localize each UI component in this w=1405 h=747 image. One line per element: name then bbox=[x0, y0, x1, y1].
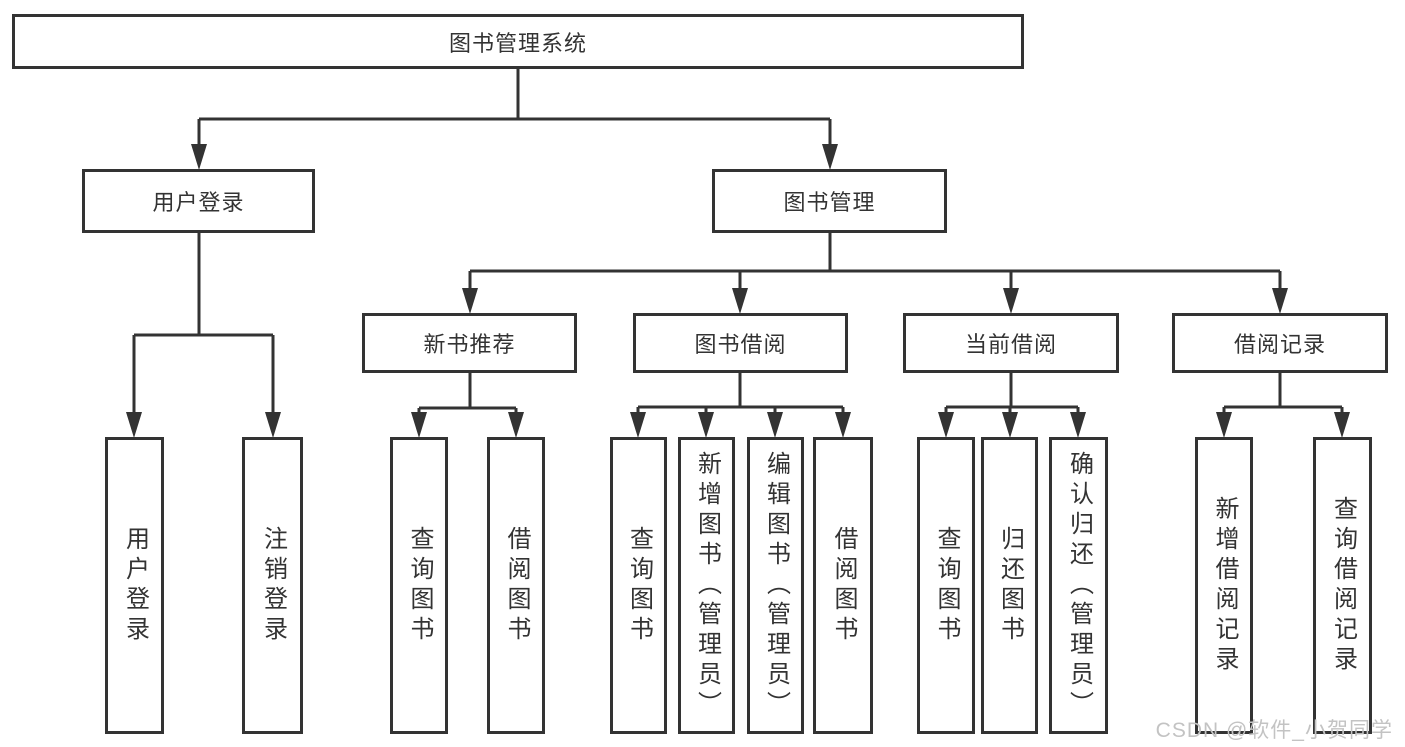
node-cb-return-books: 归还图书 bbox=[981, 437, 1038, 734]
node-nbr-borrow-books: 借阅图书 bbox=[487, 437, 545, 734]
node-bb-add-books-admin: 新增图书（管理员） bbox=[678, 437, 735, 734]
node-cb-query-books: 查询图书 bbox=[917, 437, 975, 734]
node-current-borrowing: 当前借阅 bbox=[903, 313, 1119, 373]
watermark: CSDN @软件_小贺同学 bbox=[1155, 719, 1393, 742]
arrowheads bbox=[126, 144, 1350, 438]
node-user-login: 用户登录 bbox=[82, 169, 315, 233]
node-bb-edit-books-admin: 编辑图书（管理员） bbox=[747, 437, 804, 734]
node-bb-borrow-books: 借阅图书 bbox=[813, 437, 873, 734]
node-user-login-action: 用户登录 bbox=[105, 437, 164, 734]
node-borrowing-records: 借阅记录 bbox=[1172, 313, 1388, 373]
node-new-book-recommendation: 新书推荐 bbox=[362, 313, 577, 373]
node-cb-confirm-return-admin: 确认归还（管理员） bbox=[1049, 437, 1108, 734]
node-br-add-record: 新增借阅记录 bbox=[1195, 437, 1253, 734]
node-nbr-query-books: 查询图书 bbox=[390, 437, 448, 734]
node-library-management-system: 图书管理系统 bbox=[12, 14, 1024, 69]
node-bb-query-books: 查询图书 bbox=[610, 437, 667, 734]
node-br-query-record: 查询借阅记录 bbox=[1313, 437, 1372, 734]
node-logout-action: 注销登录 bbox=[242, 437, 303, 734]
node-book-borrowing: 图书借阅 bbox=[633, 313, 848, 373]
node-book-management: 图书管理 bbox=[712, 169, 947, 233]
